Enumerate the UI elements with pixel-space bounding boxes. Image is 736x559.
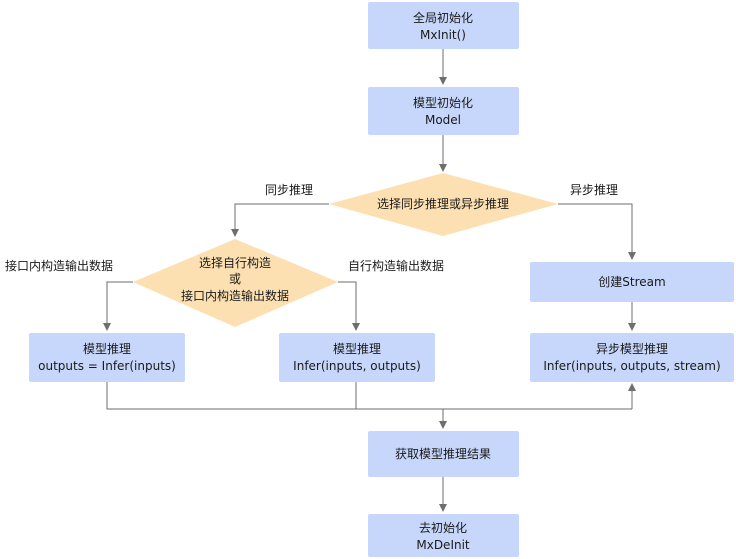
node-infer-async: 异步模型推理 Infer(inputs, outputs, stream)	[530, 333, 734, 382]
node-choose-method-line2: 或	[229, 272, 241, 286]
edge-async-branch	[558, 203, 636, 260]
edge-self-branch	[338, 281, 360, 331]
process-box	[279, 333, 435, 382]
node-infer-interface-call: outputs = Infer(inputs)	[38, 359, 176, 373]
node-infer-self-call: Infer(inputs, outputs)	[293, 359, 421, 373]
edge-sync-branch	[231, 203, 329, 237]
node-deinit-title: 去初始化	[419, 521, 467, 535]
node-init-subtitle: MxInit()	[420, 28, 466, 42]
process-box	[368, 431, 519, 477]
process-box	[29, 333, 185, 382]
node-infer-async-title: 异步模型推理	[596, 342, 668, 356]
edge-labels: 同步推理 异步推理 接口内构造输出数据 自行构造输出数据	[5, 183, 618, 273]
node-infer-interface-title: 模型推理	[83, 342, 131, 356]
node-init: 全局初始化 MxInit()	[368, 2, 519, 49]
node-create-stream: 创建Stream	[530, 262, 734, 302]
process-box	[530, 262, 734, 302]
process-box	[368, 87, 519, 135]
node-choose-mode-title: 选择同步推理或异步推理	[377, 197, 509, 211]
node-create-stream-title: 创建Stream	[598, 275, 665, 289]
label-sync: 同步推理	[265, 183, 313, 197]
node-deinit: 去初始化 MxDeInit	[368, 514, 519, 557]
node-get-result-title: 获取模型推理结果	[395, 447, 491, 461]
decision-diamond	[329, 173, 558, 236]
label-self: 自行构造输出数据	[348, 258, 444, 273]
node-model-init-subtitle: Model	[425, 113, 461, 127]
decision-diamond	[133, 239, 338, 327]
edge-interface-branch	[103, 281, 133, 331]
node-choose-mode: 选择同步推理或异步推理	[329, 173, 558, 236]
node-deinit-subtitle: MxDeInit	[416, 538, 470, 552]
node-infer-self: 模型推理 Infer(inputs, outputs)	[279, 333, 435, 382]
label-async: 异步推理	[570, 183, 618, 197]
process-box	[368, 2, 519, 49]
process-box	[368, 514, 519, 557]
node-infer-self-title: 模型推理	[333, 342, 381, 356]
label-interface: 接口内构造输出数据	[5, 258, 113, 273]
edge-merge-line	[106, 382, 632, 410]
node-infer-async-call: Infer(inputs, outputs, stream)	[543, 359, 720, 373]
node-choose-method: 选择自行构造 或 接口内构造输出数据	[133, 239, 338, 327]
node-choose-method-line3: 接口内构造输出数据	[181, 288, 289, 303]
edges	[103, 49, 636, 512]
node-init-title: 全局初始化	[413, 10, 473, 25]
node-model-init: 模型初始化 Model	[368, 87, 519, 135]
node-get-result: 获取模型推理结果	[368, 431, 519, 477]
node-choose-method-line1: 选择自行构造	[199, 255, 271, 270]
process-box	[530, 333, 734, 382]
node-model-init-title: 模型初始化	[413, 96, 473, 110]
node-infer-interface: 模型推理 outputs = Infer(inputs)	[29, 333, 185, 382]
